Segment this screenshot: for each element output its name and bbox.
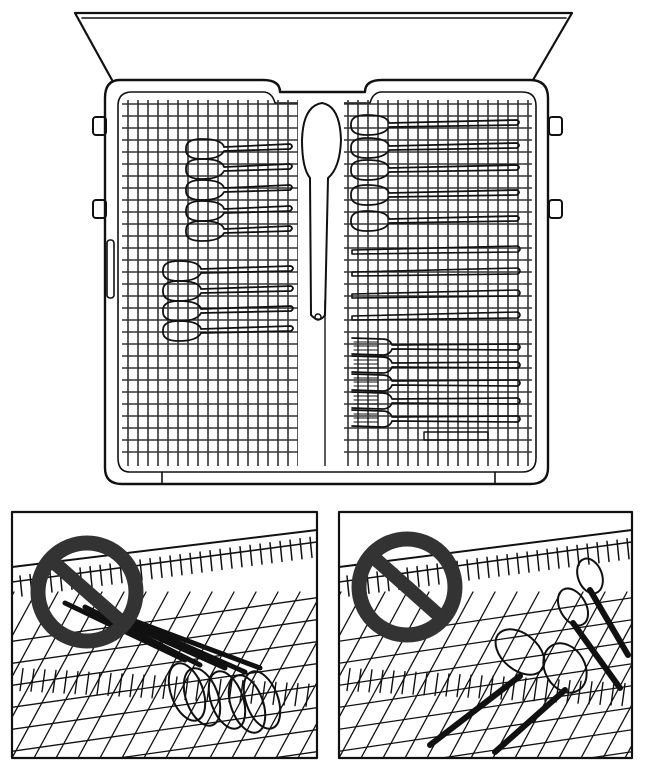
spoon [350,184,520,206]
spoon [350,210,520,232]
rack-perspective-left [12,529,317,758]
rack-grid [122,100,532,466]
spoon [185,158,293,180]
cutlery-group-right [350,114,521,321]
fork [351,337,521,356]
spoon [182,667,222,727]
spoon [542,642,588,694]
serving-spoon [301,102,342,321]
spoon [185,179,293,201]
spoon [185,200,293,222]
knife [351,267,521,277]
rack-frame [103,78,550,486]
spoon [167,662,207,722]
cutlery-group-left [162,138,294,342]
spoon [162,320,294,342]
rack-adjuster-left [92,116,115,299]
knife [351,311,521,321]
spoon [576,557,604,595]
spoon [242,670,282,730]
rack-adjuster-right [548,116,563,219]
spoon [185,138,293,160]
cutlery-rack-top-view [73,11,574,486]
spoon [556,587,590,627]
fork [351,373,521,392]
prohibited-icon [30,535,144,649]
spoon [185,220,293,242]
rack-lid [73,11,574,82]
spoon [207,670,247,730]
knife [351,245,521,255]
bottom-right-panel [337,510,634,760]
fork [351,409,521,428]
bottom-left-panel [10,510,319,760]
fork [351,355,521,374]
separated-spoons [427,557,631,755]
spoon [350,159,520,181]
knife [351,289,521,299]
prohibited-icon [351,531,463,643]
fork-group-right [351,337,521,441]
spoon [227,674,267,734]
spoon [350,137,520,159]
spoon [494,628,546,676]
fork [351,391,521,410]
spoon [350,114,520,136]
